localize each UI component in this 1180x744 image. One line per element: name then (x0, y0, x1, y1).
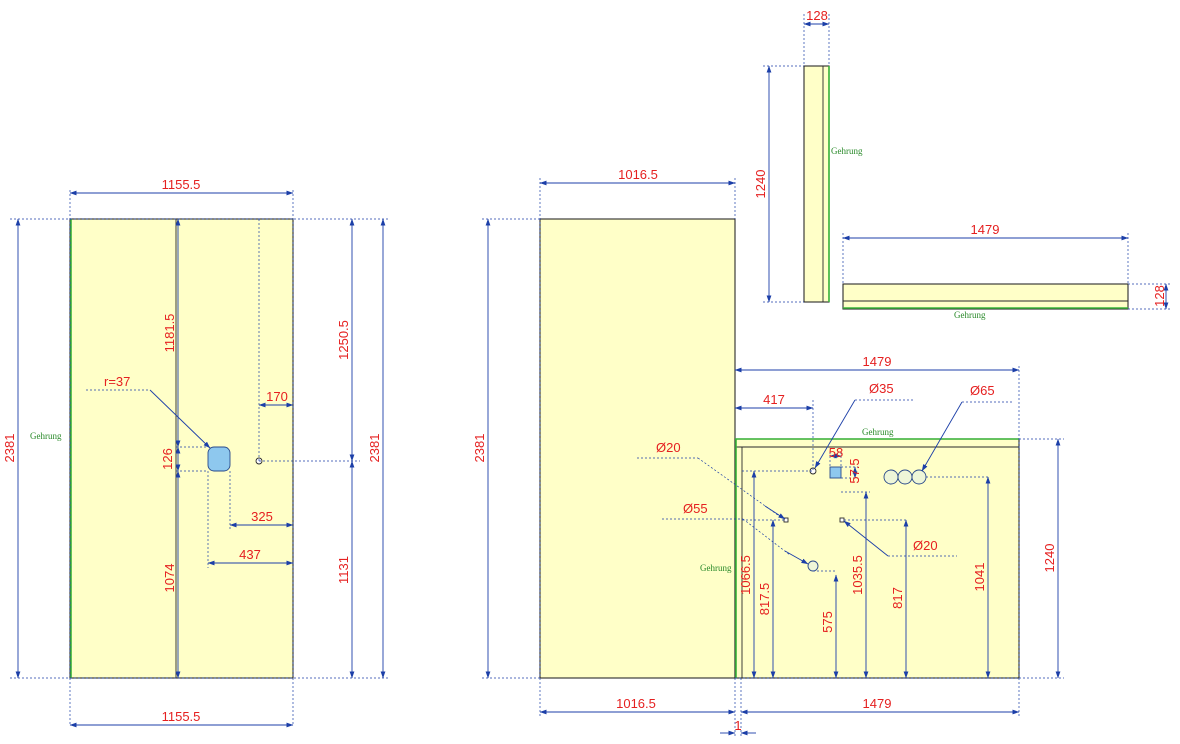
side-v-1066-5: 1066.5 (738, 555, 753, 595)
main-panel (539, 218, 736, 679)
main-width-top: 1016.5 (618, 167, 658, 182)
side-v-817: 817 (890, 587, 905, 609)
square-cutout (829, 466, 842, 479)
side-hole-d20-b: Ø20 (913, 538, 938, 553)
main-gap: 1 (734, 718, 741, 733)
side-v-817-5: 817.5 (757, 583, 772, 616)
left-width-bottom: 1155.5 (162, 709, 201, 724)
left-cut-radius: r=37 (104, 374, 130, 389)
side-square-58: 58 (829, 445, 843, 460)
side-miter-label-top: Gehrung (862, 427, 894, 437)
left-height-left: 2381 (2, 434, 17, 463)
left-offset-325: 325 (251, 509, 273, 524)
left-cut-bottom: 1074 (162, 564, 177, 593)
side-v-1035-5: 1035.5 (850, 555, 865, 595)
hstrip-height: 128 (1152, 285, 1167, 307)
left-panel (69, 218, 294, 679)
hole-d20-b (839, 517, 845, 523)
left-cut-top: 1181.5 (162, 314, 177, 353)
left-height-right: 2381 (367, 434, 382, 463)
side-v-1041: 1041 (972, 563, 987, 592)
left-right-lower: 1131 (336, 556, 351, 584)
vstrip-height: 1240 (753, 170, 768, 199)
side-width-top: 1479 (863, 354, 892, 369)
side-hole-d65: Ø65 (970, 383, 995, 398)
hole-d65-2 (897, 469, 913, 485)
side-hole-d55: Ø55 (683, 501, 708, 516)
side-panel (734, 438, 1020, 679)
side-hole-d20-a: Ø20 (656, 440, 681, 455)
side-height: 1240 (1042, 544, 1057, 573)
side-hole-d35: Ø35 (869, 381, 894, 396)
left-right-upper: 1250.5 (336, 320, 351, 360)
left-cut-height: 126 (160, 448, 175, 470)
hole-d55 (807, 560, 819, 572)
hstrip-width: 1479 (971, 222, 1000, 237)
side-offset-417: 417 (763, 392, 785, 407)
left-width-top: 1155.5 (162, 177, 201, 192)
hole-d65-3 (911, 469, 927, 485)
left-offset-437: 437 (239, 547, 261, 562)
side-width-bottom: 1479 (863, 696, 892, 711)
left-miter-label: Gehrung (30, 431, 62, 441)
vstrip-width: 128 (806, 8, 828, 23)
horizontal-strip (842, 283, 1129, 310)
main-width-bottom: 1016.5 (616, 696, 656, 711)
side-miter-label-left: Gehrung (700, 563, 732, 573)
vertical-strip (803, 65, 830, 303)
hstrip-miter-label: Gehrung (954, 310, 986, 320)
side-v-575: 575 (820, 611, 835, 633)
hole-d65-1 (883, 469, 899, 485)
side-square-57-5: 57.5 (847, 458, 862, 483)
main-height: 2381 (472, 434, 487, 463)
vstrip-miter-label: Gehrung (831, 146, 863, 156)
sink-cutout (207, 446, 231, 472)
left-offset-170: 170 (266, 389, 288, 404)
